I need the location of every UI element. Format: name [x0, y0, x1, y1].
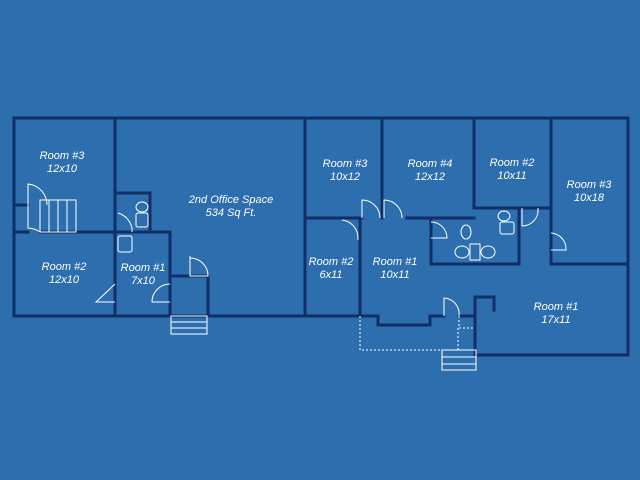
room-name: Room #1 [121, 262, 166, 274]
toilet-icon [135, 201, 515, 235]
room-label: Room #2 12x10 [42, 261, 87, 286]
room-size: 6x11 [319, 269, 342, 281]
room-label: Room #2 10x11 [490, 157, 535, 182]
room-size: 10x11 [497, 170, 526, 182]
room-label: Room #3 10x18 [567, 179, 613, 204]
sink-icon [117, 224, 496, 261]
room-name: Room #2 [309, 256, 354, 268]
room-name: Room #3 [40, 150, 86, 162]
room-size: 12x10 [47, 163, 78, 175]
room-labels: Room #3 12x10 Room #2 12x10 Room #1 7x10… [40, 150, 613, 326]
room-label: Room #1 10x11 [373, 256, 418, 281]
walls [12, 116, 630, 357]
room-size: 7x10 [131, 275, 156, 287]
room-name: Room #3 [323, 158, 369, 170]
room-name: Room #2 [42, 261, 87, 273]
room-label: Room #1 17x11 [534, 301, 579, 326]
room-size: 12x10 [49, 274, 80, 286]
room-label: Room #3 10x12 [323, 158, 369, 183]
room-name: Room #4 [408, 158, 453, 170]
door-swings [27, 183, 567, 351]
room-label: Room #1 7x10 [121, 262, 166, 287]
room-size: 12x12 [415, 171, 445, 183]
room-size: 10x11 [380, 269, 409, 281]
room-label: Room #4 12x12 [408, 158, 453, 183]
room-name: Room #3 [567, 179, 613, 191]
room-label: 2nd Office Space 534 Sq Ft. [188, 194, 273, 219]
room-name: Room #1 [373, 256, 418, 268]
room-name: 2nd Office Space [188, 194, 273, 206]
room-size: 534 Sq Ft. [206, 207, 257, 219]
room-name: Room #1 [534, 301, 579, 313]
room-label: Room #2 6x11 [309, 256, 354, 281]
room-size: 17x11 [541, 314, 570, 326]
room-size: 10x18 [574, 192, 605, 204]
stairs-icon [39, 199, 477, 371]
room-name: Room #2 [490, 157, 535, 169]
room-size: 10x12 [330, 171, 360, 183]
room-label: Room #3 12x10 [40, 150, 86, 175]
